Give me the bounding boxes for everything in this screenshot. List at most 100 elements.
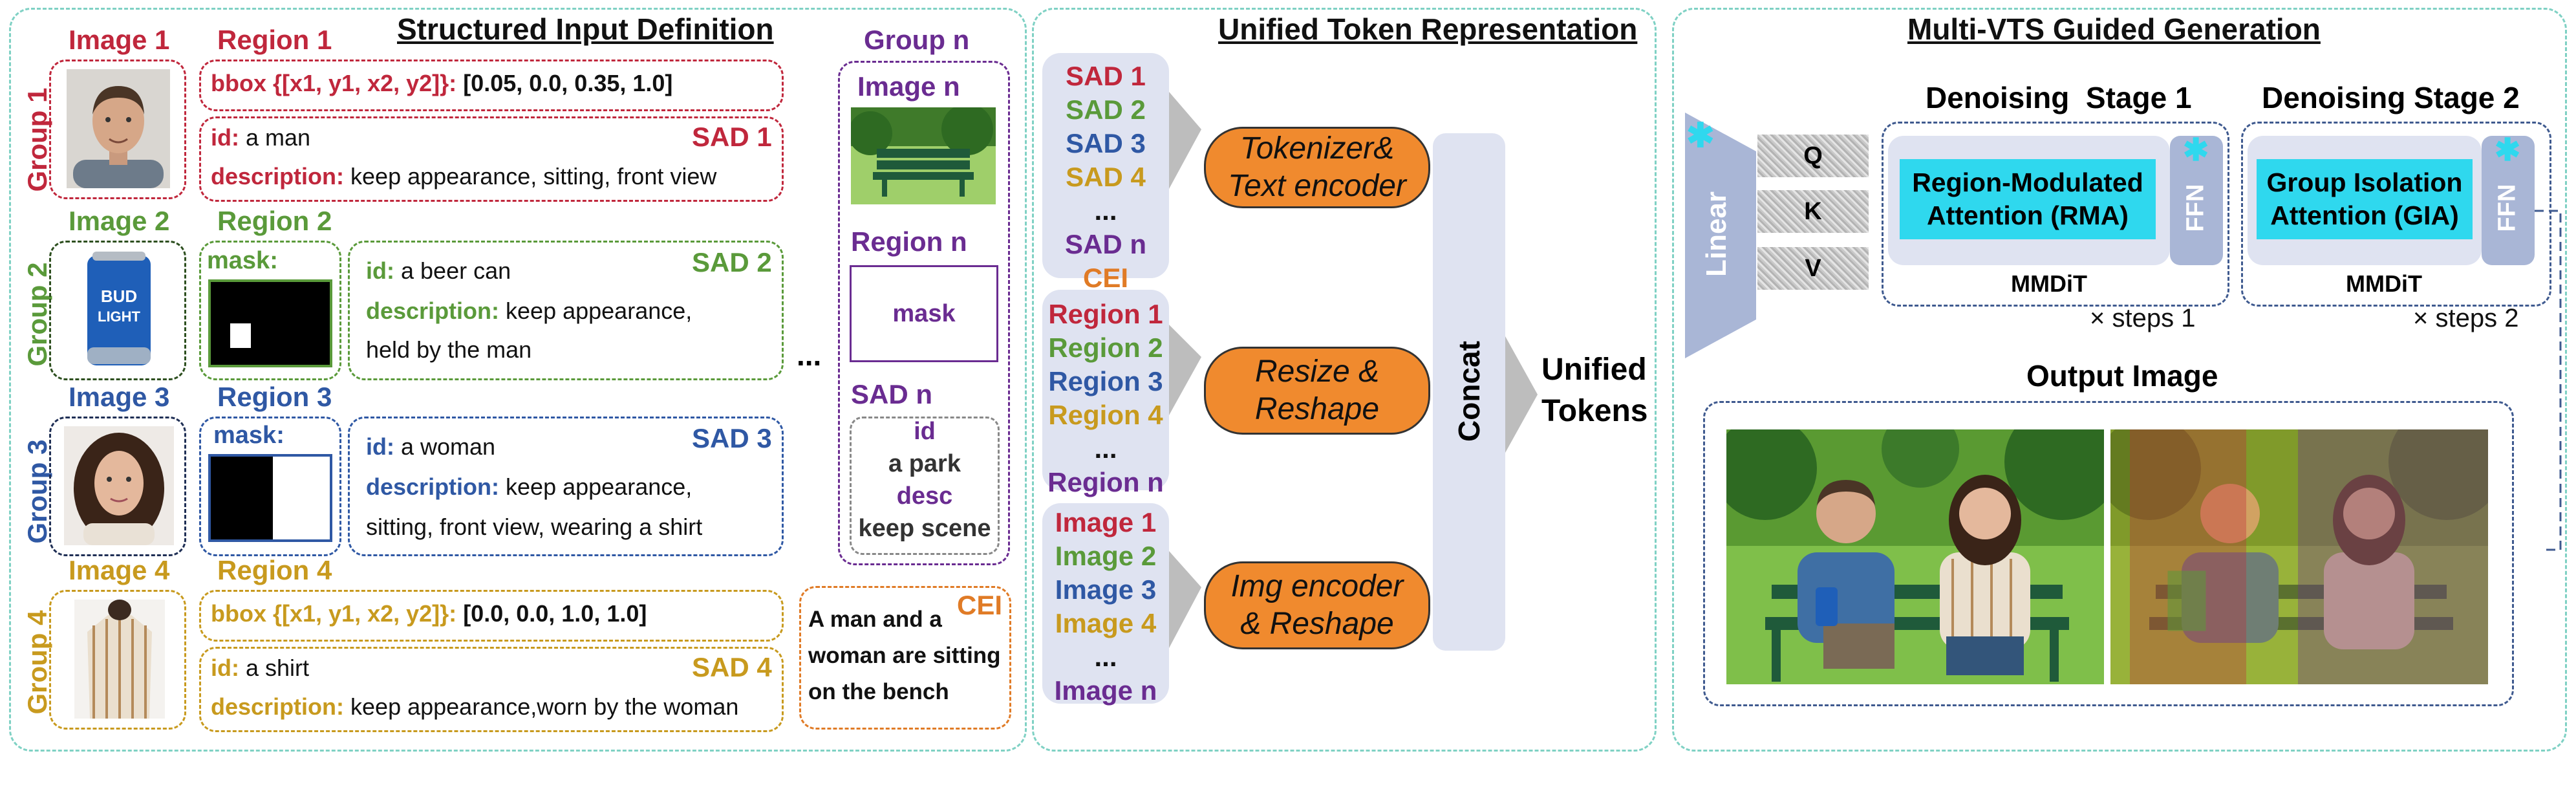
- sad-token: SAD 2: [1066, 94, 1146, 125]
- key-token: K: [1757, 190, 1869, 233]
- img-encoder-line-2: & Reshape: [1240, 607, 1394, 641]
- output-image-box: [1703, 401, 2514, 706]
- steps-1-label: × steps 1: [2090, 304, 2196, 332]
- region-3-box: [199, 417, 341, 556]
- multi-vts-panel: [1672, 8, 2567, 752]
- unified-tokens-line-2: Tokens: [1541, 394, 1648, 428]
- k-label: K: [1804, 197, 1822, 225]
- bbox-label: bbox {[x1, y1, x2, y2]}:: [211, 70, 457, 96]
- mask-white-area: [230, 323, 251, 348]
- desc-key: description:: [211, 163, 345, 190]
- sad-token: SAD 4: [1066, 162, 1146, 192]
- sad-4-box: [199, 647, 784, 732]
- cei-line-2: woman are sitting: [808, 643, 1001, 668]
- sad-2-box: [348, 241, 784, 380]
- sad-n-id-value: a park: [888, 450, 961, 477]
- region-2-label: Region 2: [217, 206, 332, 236]
- bbox-value: [0.05, 0.0, 0.35, 1.0]: [463, 70, 673, 96]
- region-3-mask: [208, 454, 332, 542]
- region-2-box: [199, 241, 341, 380]
- v-label: V: [1805, 254, 1821, 282]
- sad-2-tag: SAD 2: [692, 247, 772, 277]
- column-arrows: [1169, 92, 1201, 648]
- desc-key: description:: [211, 693, 345, 720]
- unified-token-title: Unified Token Representation: [1218, 12, 1638, 46]
- region-token-column: [1042, 290, 1169, 490]
- desc-key: description:: [366, 473, 500, 500]
- linear-trainable-icon: ✱: [1686, 117, 1715, 155]
- id-key: id:: [366, 433, 394, 460]
- stage-1-ffn-block: [2170, 136, 2223, 265]
- image-1-label: Image 1: [69, 25, 170, 55]
- cei-box: [799, 586, 1011, 730]
- woman-photo: [64, 426, 174, 545]
- region-3-label: Region 3: [217, 382, 332, 412]
- sad-token: SAD 3: [1066, 128, 1146, 158]
- linear-label: Linear: [1701, 191, 1732, 277]
- concat-label: Concat: [1452, 341, 1486, 442]
- region-token: Region 3: [1048, 366, 1163, 396]
- sad-n-desc-value: keep scene: [858, 515, 991, 542]
- region-3-mask-label: mask:: [213, 422, 284, 449]
- sad-4-tag: SAD 4: [692, 652, 772, 682]
- stage-2-mmdit-label: MMDiT: [2346, 270, 2422, 297]
- q-label: Q: [1803, 142, 1823, 169]
- desc-value: keep appearance,: [506, 473, 692, 500]
- group-1-label: Group 1: [22, 87, 52, 192]
- park-bench-photo: [851, 107, 996, 204]
- region-2-mask: [208, 279, 332, 367]
- image-4-box: [49, 590, 186, 730]
- image-token: Image 2: [1055, 541, 1157, 571]
- attention-map-image: [2110, 429, 2488, 684]
- stage-2-box: [2241, 122, 2551, 307]
- shirt-photo: [74, 600, 165, 719]
- bbox-label: bbox {[x1, y1, x2, y2]}:: [211, 600, 457, 627]
- group-n-box: [838, 61, 1010, 565]
- id-key: id:: [211, 124, 239, 151]
- man-photo: [67, 69, 170, 188]
- id-value: a man: [246, 124, 311, 151]
- sad-2-desc-line2: held by the man: [366, 336, 532, 363]
- image-2-label: Image 2: [69, 206, 170, 236]
- text-encoder-box: Tokenizer&Text encoder: [1204, 127, 1430, 208]
- steps-2-label: × steps 2: [2413, 304, 2519, 332]
- image-encoder-box: Img encoder& Reshape: [1204, 561, 1430, 649]
- group-4-label: Group 4: [22, 610, 52, 715]
- region-4-bbox-text: bbox {[x1, y1, x2, y2]}: [0.0, 0.0, 1.0,…: [211, 600, 647, 627]
- sad-3-desc-line2: sitting, front view, wearing a shirt: [366, 514, 703, 540]
- unified-token-panel: [1032, 8, 1657, 752]
- sad-token: SAD n: [1065, 229, 1146, 259]
- id-value: a shirt: [246, 655, 310, 681]
- beer-can-photo: BUD LIGHT: [87, 252, 151, 365]
- image-token: Image 4: [1055, 608, 1157, 638]
- sad-token: SAD 1: [1066, 61, 1146, 91]
- region-token: Region n: [1047, 467, 1164, 497]
- region-token: ...: [1094, 433, 1117, 464]
- stage-1-title: Denoising Stage 1: [1926, 81, 2192, 114]
- region-token: Region 2: [1048, 332, 1163, 363]
- sad-n-desc-key: desc: [896, 482, 953, 510]
- text-encoder-line-1: Tokenizer&: [1240, 131, 1395, 166]
- output-image-title: Output Image: [2026, 359, 2218, 393]
- image-1-box: [49, 60, 186, 199]
- desc-key: description:: [366, 298, 500, 324]
- stage-2-ffn-label: FFN: [2493, 184, 2521, 232]
- rma-line-2: Attention (RMA): [1927, 200, 2129, 230]
- region-2-mask-label: mask:: [207, 247, 278, 274]
- image-token: Image 3: [1055, 574, 1157, 605]
- image-2-box: BUD LIGHT: [49, 241, 186, 380]
- desc-value: keep appearance,: [506, 298, 692, 324]
- image-n-label: Image n: [857, 71, 960, 102]
- region-n-mask: mask: [850, 265, 998, 362]
- sad-1-box: [199, 116, 784, 202]
- rma-line-1: Region-Modulated: [1912, 167, 2143, 197]
- sad-token: ...: [1094, 195, 1117, 226]
- group-2-label: Group 2: [22, 262, 52, 367]
- cei-line-1: A man and a: [808, 607, 942, 632]
- resize-line-2: Reshape: [1254, 392, 1380, 426]
- image-4-label: Image 4: [69, 555, 170, 585]
- image-token: Image n: [1054, 675, 1157, 706]
